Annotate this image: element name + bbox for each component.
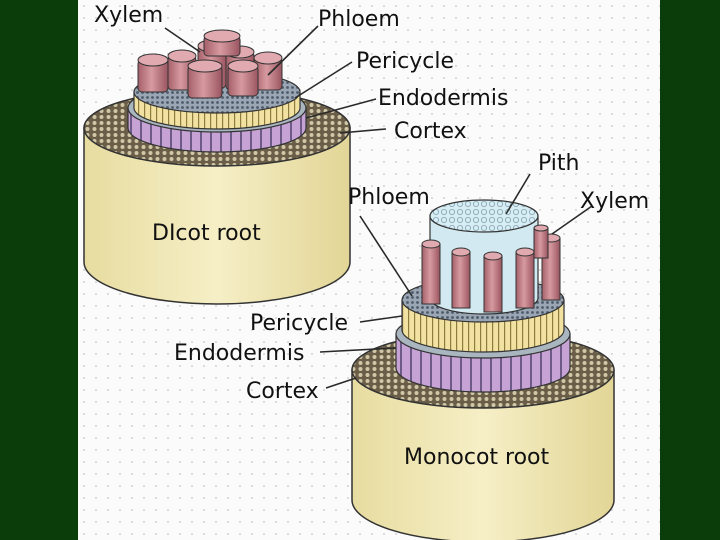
- monocot-phloem-leader: [359, 215, 413, 297]
- dicot-pericycle-leader: [294, 61, 353, 99]
- dicot-xylem-leader: [164, 27, 201, 53]
- dicot-cortex-body: [83, 127, 351, 305]
- dicot-xylem-label: Xylem: [94, 3, 163, 28]
- monocot-pericycle-leader: [359, 315, 403, 323]
- monocot-pith-top: [429, 199, 539, 233]
- dicot-title-label: DIcot root: [152, 221, 261, 246]
- monocot-cortex-body: [351, 369, 615, 540]
- monocot-pericycle-label: Pericycle: [250, 311, 348, 336]
- monocot-endodermis-label: Endodermis: [174, 341, 304, 366]
- monocot-xylem-leader: [551, 205, 593, 235]
- dicot-cortex-leader: [339, 128, 387, 134]
- dicot-endodermis-leader: [305, 98, 377, 119]
- monocot-xylem-pillars: [421, 224, 561, 313]
- monocot-xylem-label: Xylem: [580, 189, 649, 214]
- monocot-phloem-label: Phloem: [348, 185, 430, 210]
- dicot-root: Xylem Phloem Pericycle Endodermis Cortex…: [83, 3, 508, 305]
- dicot-endodermis-label: Endodermis: [378, 86, 508, 111]
- dicot-xylem-star: [137, 29, 283, 99]
- dicot-pericycle-label: Pericycle: [356, 49, 454, 74]
- monocot-cortex-label: Cortex: [246, 379, 319, 404]
- monocot-cortex-leader: [325, 377, 357, 389]
- dicot-phloem-leader: [267, 25, 319, 76]
- monocot-pith-leader: [505, 173, 531, 215]
- dicot-cortex-label: Cortex: [394, 119, 467, 144]
- monocot-pith-label: Pith: [538, 151, 579, 176]
- dicot-phloem-label: Phloem: [318, 7, 400, 32]
- monocot-root: Pith Xylem Phloem Pericycle Endodermis C…: [174, 151, 649, 540]
- monocot-endodermis-leader: [319, 347, 397, 353]
- monocot-title-label: Monocot root: [404, 445, 550, 470]
